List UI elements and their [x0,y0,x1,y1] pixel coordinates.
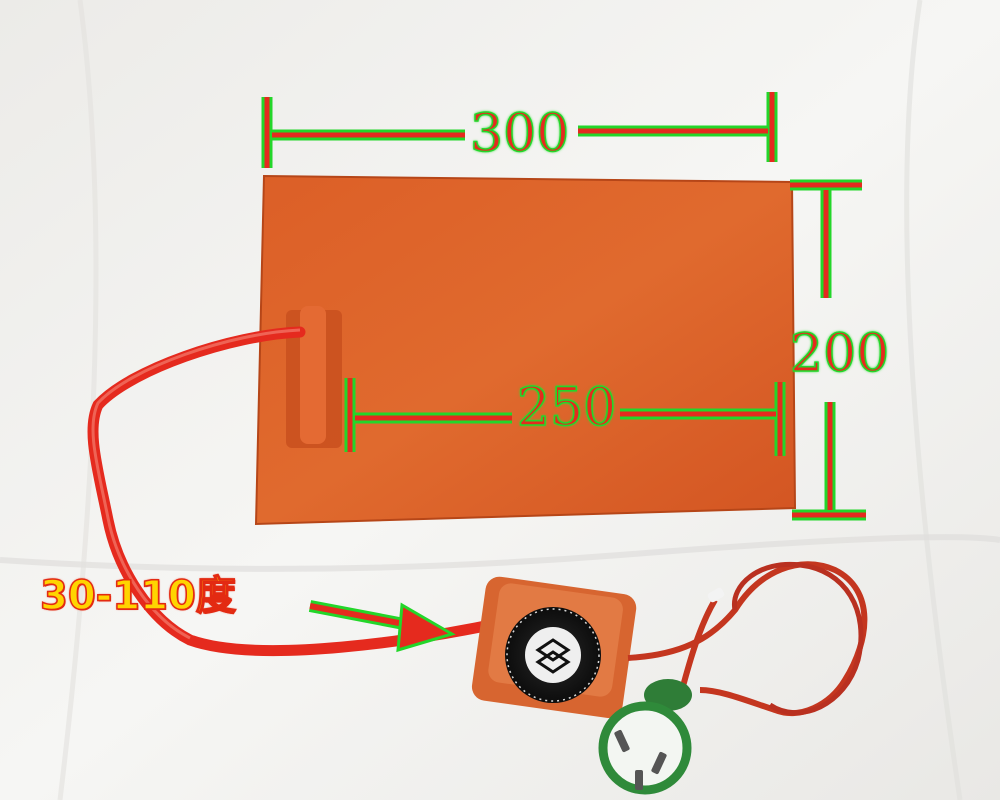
heater-pad-edge [254,174,797,526]
width-label: 300 [469,104,570,164]
inner-length-dimension-marker [344,378,786,456]
width-dimension-marker [261,92,778,168]
cloth-wrinkle [0,534,1000,572]
height-dimension-marker [790,179,866,521]
height-label: 200 [789,324,890,384]
wire-exit-tab [300,306,326,444]
power-cord-to-plug [679,598,718,691]
silicone-heater-pad [256,176,795,524]
thermostat-dial-icon [505,607,601,703]
power-cord-loop [731,561,864,716]
cloth-wrinkle [904,0,963,800]
lead-wire-highlight [91,328,301,640]
cloth-wrinkle [57,0,99,800]
power-plug-icon [598,679,692,795]
inner-length-label: 250 [516,378,617,438]
cord-tie [707,587,725,603]
arrow-right-icon [308,600,456,653]
temperature-range-label: 30-110度 [39,573,236,619]
